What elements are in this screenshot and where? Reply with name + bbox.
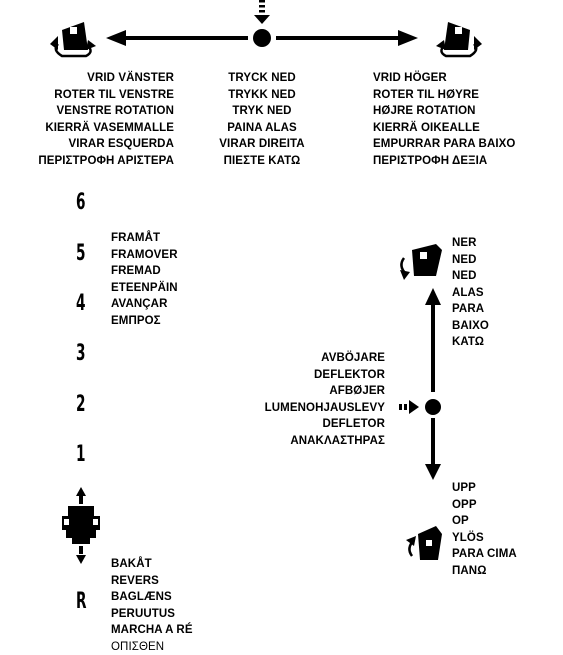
label-line: LUMENOHJAUSLEVY — [264, 401, 385, 414]
deflector-dot — [425, 399, 441, 415]
label-line: PARA CIMA — [452, 548, 517, 560]
vertical-arrow — [425, 288, 441, 480]
label-line: ΠΑΝΩ — [452, 564, 487, 577]
up-labels: UPP OPP OP YLÖS PARA CIMA ΠΑΝΩ — [452, 480, 517, 579]
label-line: OPP — [452, 498, 477, 511]
press-down-arrow-icon — [254, 0, 270, 24]
label-line: VIRAR ESQUERDA — [68, 138, 174, 150]
label-line: FREMAD — [111, 265, 161, 277]
deflector-labels: AVBÖJARE DEFLEKTOR AFBØJER LUMENOHJAUSLE… — [265, 350, 385, 449]
label-line: AVANÇAR — [111, 298, 168, 310]
label-line: VENSTRE ROTATION — [56, 105, 174, 117]
label-line: VRID VÄNSTER — [87, 72, 174, 84]
speed-number: 2 — [76, 392, 86, 417]
label-line: BAIXO — [452, 319, 489, 332]
label-line: EMPURRAR PARA BAIXO — [373, 138, 516, 150]
speed-number: 5 — [76, 241, 86, 266]
label-line: PAINA ALAS — [227, 121, 297, 134]
label-line: ΟΠΙΣΘΕΝ — [111, 640, 165, 653]
speed-number: 4 — [76, 291, 86, 316]
label-line: KIERRÄ VASEMMALLE — [45, 121, 174, 134]
label-line: BAKÅT — [111, 558, 152, 570]
label-line: ΑΝΑΚΛΑΣΤΗΡΑΣ — [290, 434, 385, 447]
label-line: ΠΕΡΙΣΤΡΟΦΗ ΑΡΙΣΤΕΡΑ — [38, 154, 174, 167]
rotate-right-icon — [436, 22, 482, 58]
speed-number: 3 — [76, 341, 86, 366]
label-line: ALAS — [452, 286, 484, 299]
down-labels: NER NED NED ALAS PARA BAIXO ΚΑΤΩ — [452, 235, 489, 351]
center-dot — [253, 29, 271, 47]
label-line: PERUUTUS — [111, 607, 176, 620]
label-line: AVBÖJARE — [321, 352, 385, 364]
label-line: FRAMOVER — [111, 248, 178, 261]
label-line: TRYCK NED — [228, 72, 296, 84]
label-line: VIRAR DIREITA — [219, 138, 305, 150]
rotate-right-labels: VRID HÖGER ROTER TIL HØYRE HØJRE ROTATIO… — [373, 70, 515, 169]
rotate-left-icon — [50, 22, 96, 58]
label-line: KIERRÄ OIKEALLE — [373, 121, 480, 134]
label-line: REVERS — [111, 574, 159, 587]
speed-number: 1 — [76, 442, 86, 467]
label-line: MARCHA A RÉ — [111, 624, 193, 636]
label-line: PARA — [452, 303, 485, 315]
label-line: NER — [452, 237, 477, 249]
label-line: DEFLETOR — [322, 418, 385, 430]
rotate-left-labels: VRID VÄNSTER ROTER TIL VENSTRE VENSTRE R… — [38, 70, 174, 169]
label-line: OP — [452, 515, 469, 527]
deflector-up-icon — [406, 526, 442, 560]
left-arrow — [106, 30, 248, 46]
label-line: ΠΙΕΣΤΕ ΚΑΤΩ — [223, 154, 301, 167]
speed-number: R — [76, 589, 87, 614]
label-line: ROTER TIL HØYRE — [373, 88, 480, 101]
label-line: TRYKK NED — [228, 88, 296, 101]
label-line: VRID HÖGER — [373, 72, 447, 84]
speed-number: 6 — [76, 190, 86, 215]
label-line: BAGLÆNS — [111, 591, 172, 603]
joystick-icon — [62, 487, 100, 564]
right-arrow — [276, 30, 418, 46]
label-line: ΠΕΡΙΣΤΡΟΦΗ ΔΕΞΙΑ — [373, 154, 488, 167]
label-line: ETEENPÄIN — [111, 281, 178, 294]
label-line: YLÖS — [452, 531, 484, 544]
label-line: AFBØJER — [329, 385, 385, 397]
reverse-labels: BAKÅT REVERS BAGLÆNS PERUUTUS MARCHA A R… — [111, 556, 193, 655]
label-line: FRAMÅT — [111, 232, 161, 244]
deflector-down-icon — [400, 244, 442, 280]
label-line: ΚΑΤΩ — [452, 336, 485, 348]
forward-labels: FRAMÅT FRAMOVER FREMAD ETEENPÄIN AVANÇAR… — [111, 230, 178, 329]
label-line: TRYK NED — [232, 105, 292, 117]
label-line: ROTER TIL VENSTRE — [54, 88, 174, 101]
label-line: HØJRE ROTATION — [373, 105, 476, 117]
label-line: DEFLEKTOR — [314, 368, 385, 381]
label-line: NED — [452, 270, 477, 282]
label-line: UPP — [452, 482, 476, 494]
deflector-pointer-icon — [399, 400, 419, 414]
label-line: NED — [452, 253, 477, 266]
label-line: ΕΜΠΡΟΣ — [111, 314, 161, 327]
press-down-labels: TRYCK NED TRYKK NED TRYK NED PAINA ALAS … — [202, 70, 322, 169]
